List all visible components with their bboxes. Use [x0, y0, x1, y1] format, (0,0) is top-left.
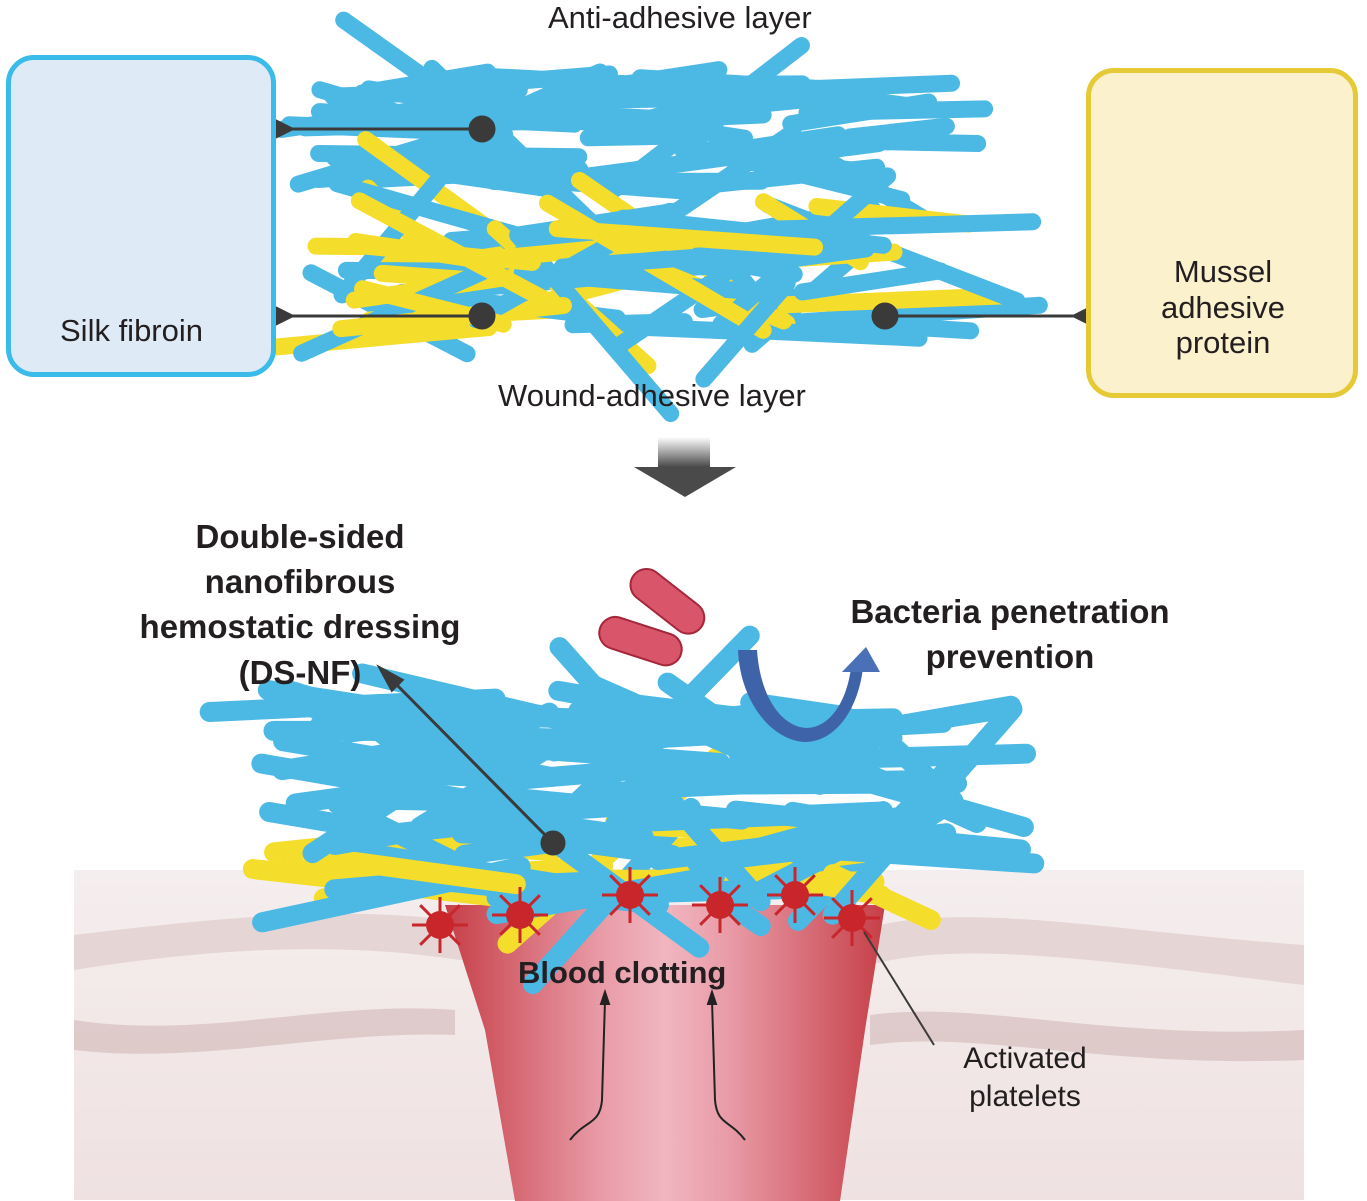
- activated-platelets-label: Activated platelets: [935, 1040, 1115, 1115]
- mussel-protein-box: [1086, 68, 1358, 398]
- wound-blood: [445, 905, 885, 1201]
- platelets-label-line: Activated: [963, 1042, 1087, 1075]
- fiber: [622, 763, 756, 785]
- platelet-icon: [767, 867, 823, 923]
- blood-flow-arrows: [569, 988, 746, 1141]
- fiber: [350, 192, 561, 312]
- fiber: [310, 103, 583, 133]
- fiber: [548, 220, 824, 256]
- deflect-arrow-icon: [738, 647, 880, 742]
- connector-arrowhead-icon: [376, 664, 405, 693]
- fiber: [310, 847, 526, 895]
- fiber: [826, 314, 980, 340]
- platelet-icon: [602, 867, 658, 923]
- fiber: [603, 625, 760, 786]
- bacteria-label-line: Bacteria penetration: [850, 593, 1170, 630]
- platelet-icon: [692, 877, 748, 933]
- fiber: [812, 131, 987, 153]
- silk-fibroin-label: Silk fibroin: [60, 313, 203, 348]
- connector-arrowhead-icon: [274, 118, 296, 140]
- fiber: [772, 74, 961, 99]
- fiber: [432, 164, 702, 201]
- fiber: [782, 93, 938, 133]
- bacteria-icon: [598, 567, 706, 667]
- mussel-label-line: protein: [1175, 325, 1271, 361]
- bacteria-prevention-label: Bacteria penetration prevention: [830, 590, 1190, 679]
- mussel-label-line: Mussel: [1173, 254, 1273, 289]
- fiber: [509, 226, 680, 423]
- anti-adhesive-layer: [272, 11, 994, 259]
- fiber: [695, 274, 796, 388]
- platelet-icon: [412, 897, 468, 953]
- ds-nf-label-line: (DS-NF): [238, 653, 362, 691]
- fiber: [605, 801, 890, 833]
- fiber: [657, 672, 773, 760]
- mussel-protein-label: Mussel adhesive protein: [1138, 254, 1308, 361]
- fiber: [579, 713, 800, 744]
- fiber: [793, 262, 949, 301]
- fiber: [614, 209, 892, 254]
- connector-arrowhead-icon: [274, 305, 296, 327]
- ds-nf-label-line: nanofibrous: [204, 563, 396, 601]
- fiber: [647, 106, 772, 129]
- fiber: [324, 804, 519, 855]
- anti-adhesive-layer-label: Anti-adhesive layer: [548, 0, 812, 35]
- fiber: [575, 88, 800, 109]
- fiber: [310, 144, 588, 166]
- silk-fibroin-box: [6, 55, 276, 377]
- fiber: [333, 172, 447, 304]
- ds-nf-label-line: hemostatic dressing: [139, 608, 461, 646]
- ds-nf-label-line: Double-sided: [195, 518, 405, 555]
- fiber: [499, 65, 618, 91]
- fiber: [338, 702, 513, 743]
- fiber: [689, 158, 886, 195]
- down-arrow-icon: [634, 437, 736, 497]
- mussel-label-line: adhesive: [1160, 289, 1286, 325]
- ds-nf-label: Double-sided nanofibrous hemostatic dres…: [95, 514, 505, 695]
- platelets-label-line: platelets: [969, 1079, 1081, 1113]
- fiber: [729, 287, 1010, 316]
- platelet-icon: [492, 887, 548, 943]
- fiber: [739, 321, 928, 347]
- fiber: [647, 825, 865, 871]
- fiber: [302, 726, 500, 864]
- activated-platelets: [412, 867, 880, 953]
- fiber: [769, 213, 1042, 238]
- wound-adhesive-layer-label: Wound-adhesive layer: [498, 378, 806, 413]
- bacteria-label-line: prevention: [925, 637, 1095, 675]
- platelet-icon: [824, 890, 880, 946]
- blood-clotting-label: Blood clotting: [518, 955, 727, 990]
